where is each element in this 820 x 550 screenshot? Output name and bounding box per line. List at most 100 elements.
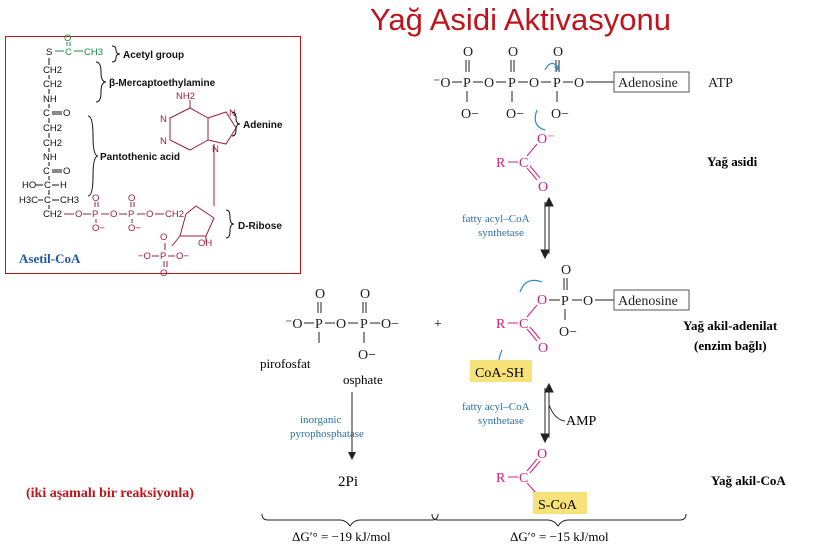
atom-c-3: C <box>44 180 51 191</box>
atom-n-4: N <box>212 144 219 155</box>
acetyl-coa-structure: S C CH3 O CH2 CH2 NH C O CH2 CH2 NH C O … <box>19 33 283 279</box>
atom-nh-2: NH <box>43 152 57 163</box>
svg-text:O−: O− <box>358 348 376 363</box>
atom-n-2: N <box>160 136 167 147</box>
svg-text:O: O <box>360 287 370 302</box>
svg-text:O: O <box>538 180 548 195</box>
ribose-ring <box>171 205 215 247</box>
svg-text:O−: O− <box>506 107 524 122</box>
pyrophosphate-partial: osphate <box>343 372 383 387</box>
enzyme2-line2: synthetase <box>478 415 524 427</box>
atom-o-p2-bottom: O− <box>128 223 141 234</box>
atp-adenosine: Adenosine <box>618 76 678 91</box>
svg-text:P: P <box>508 76 516 91</box>
ribose-phosphate: P −O O− O <box>138 243 189 279</box>
enzyme2-arrows <box>540 382 566 444</box>
atom-h: H <box>60 180 67 191</box>
atom-p-2: P <box>128 209 134 220</box>
svg-text:R: R <box>496 156 506 171</box>
acyl-coa-structure: R C O <box>496 447 547 495</box>
atom-p-1: P <box>92 209 98 220</box>
acyl-coa-label: Yağ akil-CoA <box>711 473 786 488</box>
atom-o-p1-bottom: O− <box>92 223 105 234</box>
atom-o-p2: O <box>110 209 117 220</box>
svg-text:O: O <box>537 293 547 308</box>
atp-label: ATP <box>708 76 733 91</box>
adenylate-note: (enzim bağlı) <box>694 338 767 353</box>
svg-text:O: O <box>583 294 593 309</box>
svg-text:C: C <box>519 156 528 171</box>
svg-text:O: O <box>561 263 571 278</box>
acyl-adenylate-structure: R C O O P O O− O Adenosine <box>496 263 690 373</box>
atom-ch2-1: CH2 <box>43 65 62 76</box>
atom-neg-o: −O <box>138 251 151 262</box>
atom-o-1: O <box>63 108 70 119</box>
atom-o-ribose: O <box>160 232 167 243</box>
atom-o-p1-top: O <box>92 193 99 204</box>
svg-text:O: O <box>315 287 325 302</box>
svg-text:O: O <box>508 45 518 60</box>
label-d-ribose: D-Ribose <box>238 221 282 232</box>
svg-text:O−: O− <box>461 107 479 122</box>
enzyme1-arrows <box>540 196 554 260</box>
fatty-acid-o-minus: O⁻ <box>537 132 555 147</box>
atom-c-1: C <box>43 108 50 119</box>
svg-text:O−: O− <box>551 107 569 122</box>
svg-text:O: O <box>574 76 584 91</box>
atom-n-1: N <box>160 114 167 125</box>
atp-structure: ⁻O P O P O P O O O O O− O− O− Adenosine … <box>433 45 733 122</box>
atom-ch3-2: CH3 <box>60 195 79 206</box>
atom-c-acetyl: C <box>65 47 72 58</box>
atom-c-4: C <box>44 195 51 206</box>
svg-text:O−: O− <box>559 325 577 340</box>
pyrophosphate-structure: ⁻O P O P O− O O O− <box>285 287 399 363</box>
label-acetyl-group: Acetyl group <box>123 50 184 61</box>
fatty-acid-label: Yağ asidi <box>707 154 758 169</box>
svg-text:P: P <box>463 76 471 91</box>
fatty-acid-structure: R C O⁻ O <box>496 109 555 195</box>
pyrophosphate-label: pirofosfat <box>260 356 311 371</box>
two-pi: 2Pi <box>338 474 358 490</box>
atom-h3c: H3C <box>19 195 38 206</box>
atom-p-3: P <box>160 251 166 262</box>
coa-sh: CoA-SH <box>475 366 524 381</box>
delta-g-1: ΔG′° = −19 kJ/mol <box>292 529 391 544</box>
svg-text:O: O <box>484 76 494 91</box>
pyrophosphatase-line2: pyrophosphatase <box>290 428 364 440</box>
enzyme2-line1: fatty acyl–CoA <box>462 401 530 413</box>
adenylate-adenosine: Adenosine <box>618 294 678 309</box>
svg-text:O−: O− <box>381 317 399 332</box>
atom-ch2-3: CH2 <box>43 123 62 134</box>
s-coa-highlight <box>533 492 587 514</box>
atom-o-2: O <box>63 166 70 177</box>
acetyl-coa-panel <box>5 36 301 274</box>
atom-oh-ribose: OH <box>198 238 212 249</box>
phosphate-chain: O P O O− O P O O− O CH2 <box>64 193 184 234</box>
atom-o-p3-right: O− <box>176 251 189 262</box>
svg-text:O: O <box>336 317 346 332</box>
atom-o-p2-top: O <box>128 193 135 204</box>
ppi-o-minus-left: ⁻O <box>285 317 303 332</box>
svg-text:O: O <box>529 76 539 91</box>
atom-nh-1: NH <box>43 94 57 105</box>
svg-text:P: P <box>360 317 368 332</box>
atom-ch2-ribose: CH2 <box>165 209 184 220</box>
svg-text:C: C <box>519 317 528 332</box>
svg-text:P: P <box>553 76 561 91</box>
atp-o-minus-left: ⁻O <box>433 76 451 91</box>
svg-text:C: C <box>519 471 528 486</box>
atom-s: S <box>46 47 52 58</box>
atom-o-p3: O <box>146 209 153 220</box>
plus-sign: + <box>434 317 442 332</box>
atom-ch2-2: CH2 <box>43 79 62 90</box>
svg-text:P: P <box>315 317 323 332</box>
atom-o-acetyl: O <box>64 33 71 44</box>
adenylate-label: Yağ akil-adenilat <box>683 318 778 333</box>
group-brackets <box>87 45 241 239</box>
page-title: Yağ Asidi Aktivasyonu <box>370 2 671 37</box>
label-mercaptoethylamine: β-Mercaptoethylamine <box>109 78 216 89</box>
svg-text:O: O <box>463 45 473 60</box>
atom-ho: HO <box>22 180 36 191</box>
coa-caption: Asetil-CoA <box>19 251 81 266</box>
